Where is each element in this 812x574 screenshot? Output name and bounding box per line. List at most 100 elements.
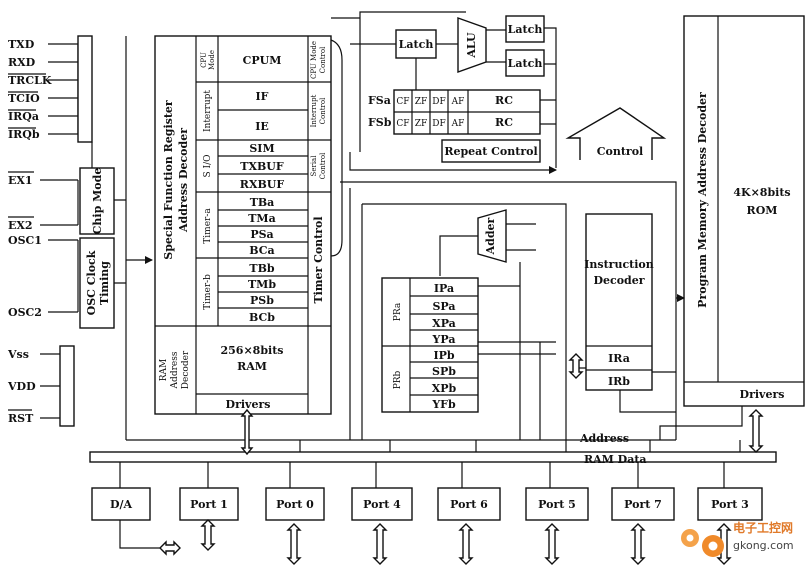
fsa-label: FSa: [368, 94, 391, 107]
flag-wires: [540, 99, 556, 125]
interrupt-control-1: Interrupt: [310, 94, 318, 127]
ram-drivers: Drivers: [226, 398, 271, 411]
ram-decoder-1: RAM: [159, 359, 169, 382]
pin-tcio: TCIO: [8, 92, 40, 105]
ram-decoder-3: Decoder: [181, 350, 191, 389]
timer-b-label: Timer-b: [203, 274, 213, 310]
txbuf-register: TXBUF: [240, 160, 284, 173]
tbb-register: TBb: [249, 262, 274, 275]
cpu-mode-control-1: CPU Mode: [310, 41, 318, 79]
flag-af-a: AF: [451, 97, 465, 107]
pin-osc2: OSC2: [8, 306, 42, 319]
pm-decoder-label: Program Memory Address Decoder: [696, 92, 709, 308]
pin-wires-serial: [48, 43, 79, 135]
ram-decoder-2: Address: [170, 351, 180, 389]
svg-text:Chip Mode: Chip Mode: [91, 168, 104, 235]
port-io-arrows: [159, 519, 732, 565]
port-7-label: Port 7: [624, 498, 662, 511]
timer-a-label: Timer-a: [203, 208, 213, 244]
interrupt-label: Interrupt: [203, 90, 213, 132]
adder-wires: [439, 223, 536, 276]
chip-wires: [91, 142, 126, 284]
ram-size: 256×8bits: [221, 344, 284, 357]
pin-bracket-serial: [77, 35, 93, 143]
osc-clock-timing-block: OSC Clock Timing: [79, 237, 115, 329]
yfb-register: YFb: [431, 398, 456, 411]
flag-cf-b: CF: [396, 119, 409, 129]
cpum-register: CPUM: [243, 54, 282, 67]
port-3-label: Port 3: [711, 498, 749, 511]
sfr-right-link: [330, 39, 343, 257]
flag-df-a: DF: [432, 97, 445, 107]
pin-vdd: VDD: [7, 380, 36, 393]
serial-control-1: Serial: [310, 155, 318, 177]
pra-label: PRa: [393, 302, 403, 321]
xpa-register: XPa: [432, 317, 456, 330]
sfr-label-line1: Special Function Register: [162, 100, 175, 260]
pin-wires-ex: [40, 179, 79, 226]
port-5-label: Port 5: [538, 498, 576, 511]
rc-a: RC: [495, 94, 513, 107]
repeat-control-block: Repeat Control: [441, 139, 541, 163]
svg-text:Address: Address: [579, 432, 629, 445]
pin-irqa: IRQa: [8, 110, 39, 123]
rxbuf-register: RXBUF: [240, 178, 285, 191]
ipb-register: IPb: [433, 349, 454, 362]
svg-text:OSC Clock: OSC Clock: [85, 250, 98, 315]
prb-label: PRb: [393, 370, 403, 389]
port-0-label: Port 0: [276, 498, 314, 511]
cpu-mode-label-2: Mode: [208, 50, 216, 70]
port-7: [611, 487, 675, 521]
rom-label: ROM: [747, 204, 778, 217]
svg-text:Repeat Control: Repeat Control: [444, 145, 537, 158]
ram-data-bus: RAM Data: [89, 451, 777, 466]
rom-drivers-wire: [659, 406, 743, 440]
ira-register: IRa: [608, 352, 630, 365]
bus-center-3: [361, 203, 567, 440]
sfr-block: Special Function Register Address Decode…: [154, 35, 332, 415]
port-6: [437, 487, 501, 521]
sfr-label-line2: Address Decoder: [177, 128, 190, 233]
pin-wires-power: [40, 353, 60, 419]
svg-text:Control: Control: [597, 145, 643, 158]
port-1: [179, 487, 239, 521]
port-0: [265, 487, 325, 521]
watermark-cn: 电子工控网: [733, 520, 793, 535]
address-bus: Address: [126, 432, 676, 445]
svg-text:Adder: Adder: [484, 217, 497, 255]
pr-wires: [478, 262, 556, 440]
alu-wires: [436, 27, 557, 168]
svg-text:ALU: ALU: [465, 32, 478, 59]
ypa-register: YPa: [432, 333, 456, 346]
bus-connectors: [240, 353, 764, 456]
chip-mode-block: Chip Mode: [79, 167, 115, 235]
control-arrow: Control: [565, 107, 667, 160]
if-register: IF: [256, 90, 269, 103]
instr-decoder-line1: Instruction: [584, 258, 654, 271]
flag-cf-a: CF: [396, 97, 409, 107]
spb-register: SPb: [432, 365, 456, 378]
pointer-register-block: PRa PRb IPa SPa XPa YPa IPb SPb XPb YFb: [381, 277, 479, 413]
bcb-register: BCb: [249, 311, 275, 324]
port-da: [91, 487, 151, 521]
ram-label: RAM: [237, 360, 267, 373]
sio-label: S I/O: [203, 155, 213, 178]
spa-register: SPa: [432, 300, 455, 313]
program-memory-block: Program Memory Address Decoder 4K×8bits …: [683, 15, 805, 407]
svg-text:Latch: Latch: [508, 23, 543, 36]
latch-bottom-block: Latch: [505, 49, 545, 77]
pin-bracket-power: [59, 345, 75, 427]
ipa-register: IPa: [434, 282, 454, 295]
port-5: [525, 487, 589, 521]
flag-zf-a: ZF: [415, 97, 428, 107]
xpb-register: XPb: [432, 382, 457, 395]
cpu-mode-control-2: Control: [319, 46, 327, 73]
pin-rst: RST: [8, 412, 34, 425]
pin-group-serial: TXD RXD TRCLK TCIO IRQa IRQb: [8, 38, 79, 141]
svg-text:Latch: Latch: [399, 38, 434, 51]
sim-register: SIM: [249, 142, 274, 155]
pin-ex2: EX2: [8, 219, 33, 232]
rom-drivers: Drivers: [740, 388, 785, 401]
psb-register: PSb: [250, 294, 274, 307]
bus-center-2: [340, 181, 677, 440]
